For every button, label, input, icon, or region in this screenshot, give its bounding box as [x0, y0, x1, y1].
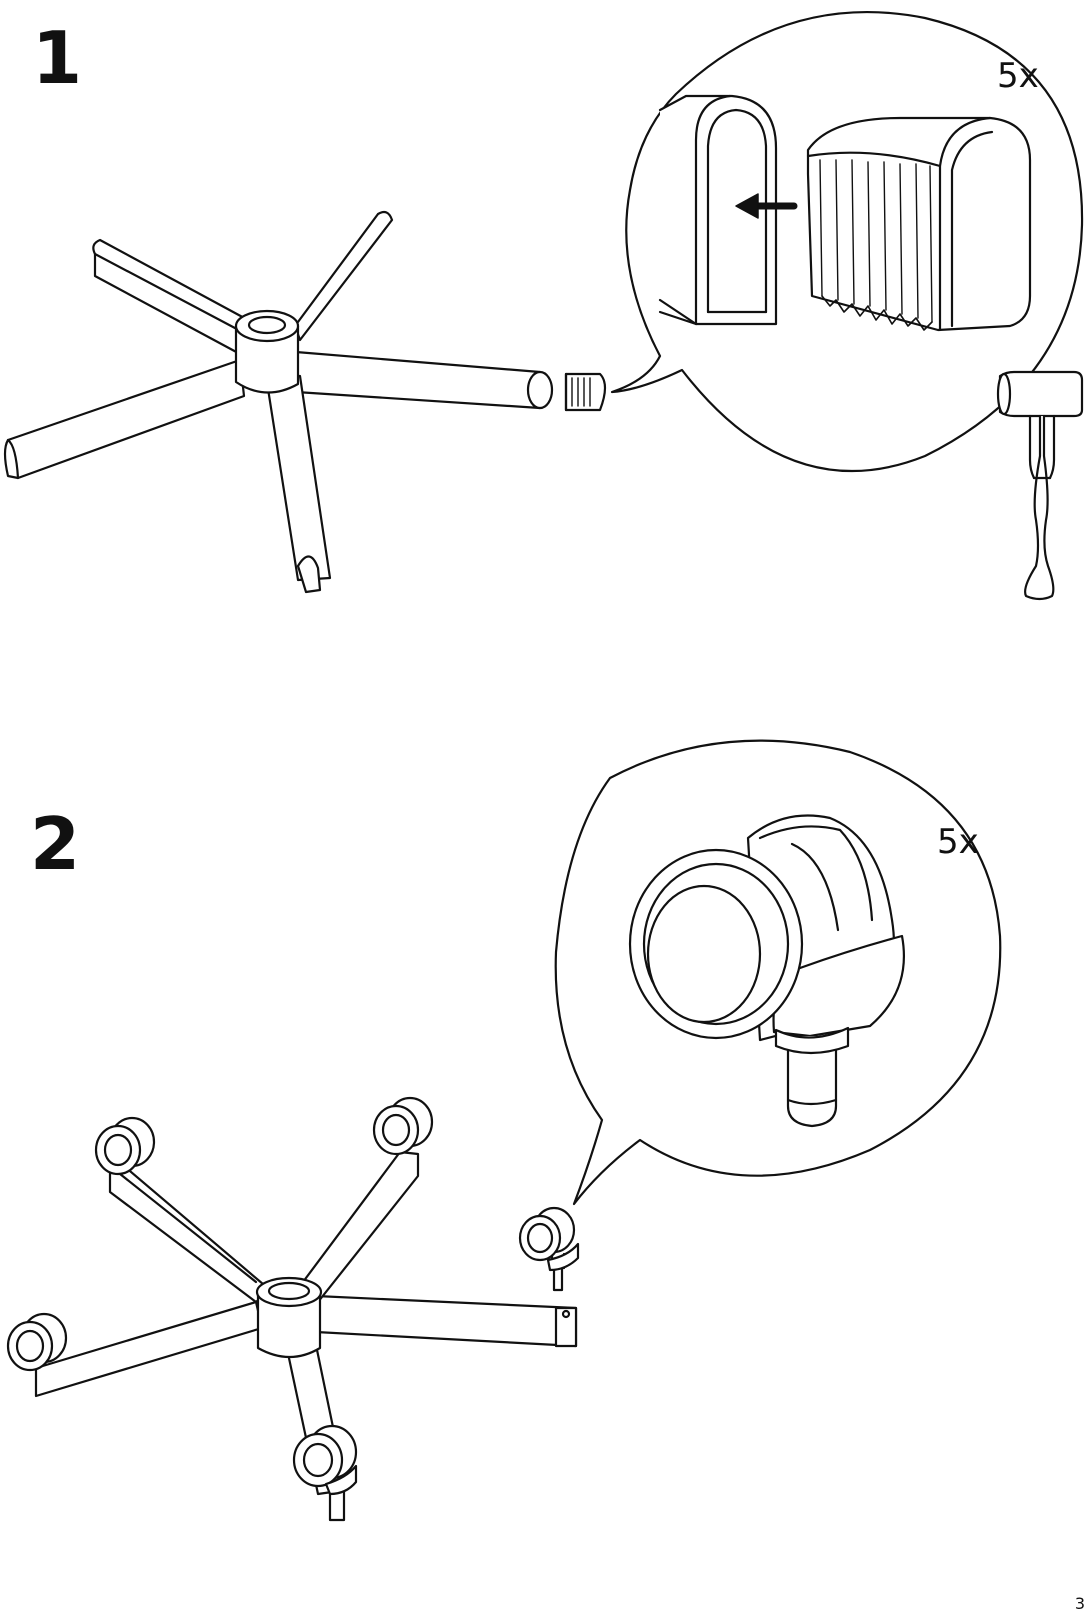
star-base: [3, 210, 554, 594]
step-1-number: 1: [32, 16, 83, 100]
caster-back-right: [372, 1096, 434, 1156]
star-base-with-casters: [6, 1096, 578, 1522]
step-2-illustration: [6, 739, 1002, 1522]
glide-detail: [806, 116, 1032, 332]
mallet-icon: [996, 370, 1084, 601]
caster-detail: [628, 814, 906, 1128]
step-2-quantity-label: 5x: [937, 822, 979, 862]
step-1-illustration: [3, 11, 1084, 601]
caster-front: [292, 1424, 358, 1522]
step-1-quantity-label: 5x: [997, 56, 1039, 96]
glide-small: [564, 372, 607, 412]
caster-back-left: [94, 1116, 156, 1176]
caster-loose: [518, 1206, 580, 1292]
tube-end-detail: [658, 94, 778, 326]
page-number: 3: [1074, 1594, 1085, 1613]
caster-left: [6, 1312, 68, 1372]
step-2-number: 2: [30, 802, 81, 886]
